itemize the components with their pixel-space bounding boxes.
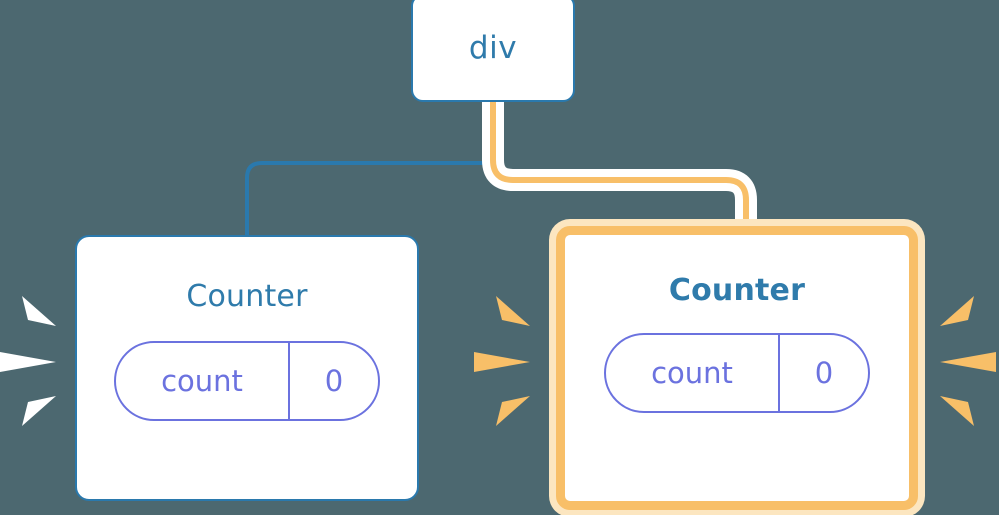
node-counter-left-label: Counter (186, 279, 308, 314)
node-div-label: div (468, 30, 518, 66)
edge-root-to-left (245, 98, 495, 239)
state-key-right: count (651, 356, 733, 390)
state-pill-right: count 0 (604, 333, 870, 413)
node-counter-left[interactable]: Counter count 0 (75, 235, 419, 501)
state-pill-left: count 0 (114, 341, 380, 421)
state-value-left: 0 (288, 343, 378, 419)
state-key-left: count (161, 364, 243, 398)
edge-root-to-right (490, 97, 749, 243)
sparkle-rays-orange-right-icon (940, 296, 996, 426)
sparkle-rays-orange-middle-icon (474, 296, 530, 426)
node-div[interactable]: div (411, 0, 575, 102)
node-counter-right[interactable]: Counter count 0 (556, 226, 918, 510)
node-counter-right-label: Counter (668, 273, 806, 308)
state-value-right: 0 (778, 335, 868, 411)
edge-root-to-right-outline (482, 89, 757, 251)
sparkle-rays-white-left-icon (0, 296, 56, 426)
